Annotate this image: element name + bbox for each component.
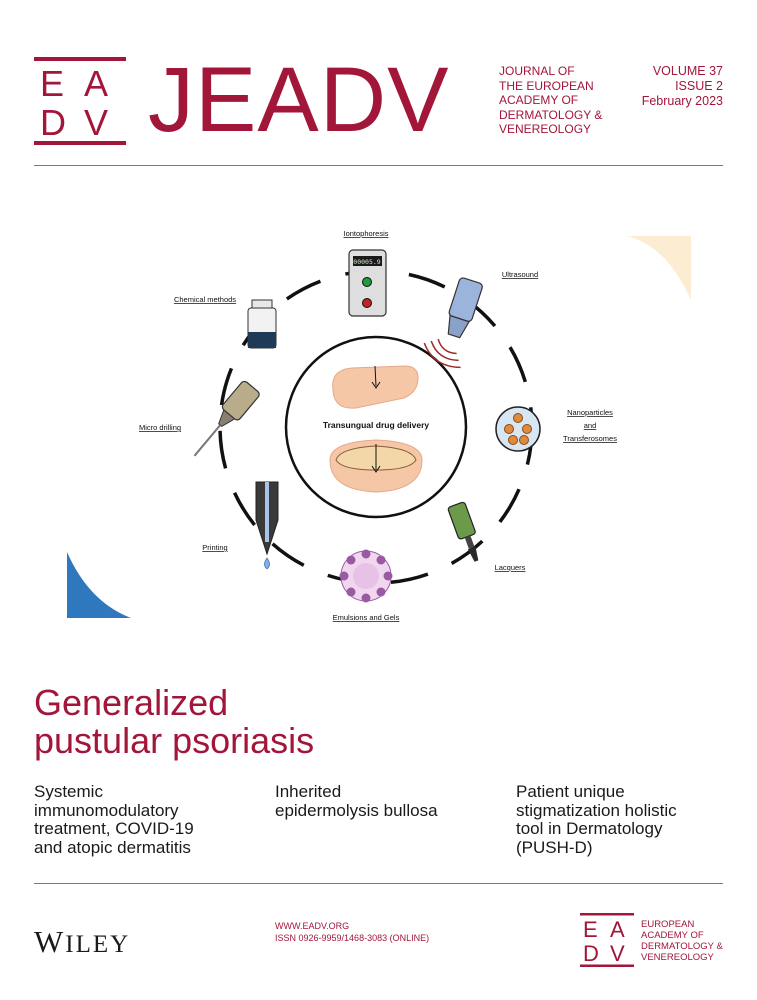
society-letter-a: A [610, 917, 625, 942]
society-letter-v: V [610, 941, 625, 966]
society-logo-mark: E A D V [580, 913, 634, 967]
footer-divider [34, 883, 723, 884]
micro-drill-icon [193, 380, 260, 457]
device-display: 00005.9 [353, 258, 380, 266]
decorative-triangle-beige [627, 236, 691, 300]
topic-line: treatment, COVID-19 [34, 819, 194, 838]
logo-letter-v: V [84, 102, 108, 143]
topic-line: and atopic dermatitis [34, 837, 191, 857]
eadv-logo-mark: E A D V [34, 57, 126, 145]
nanoparticles-icon [495, 406, 541, 452]
society-name-line: ACADEMY OF [641, 930, 704, 941]
society-letter-d: D [583, 941, 599, 966]
ultrasound-probe-icon [423, 277, 483, 369]
publisher-rest: ILEY [65, 931, 131, 958]
label-lacquers: Lacquers [495, 563, 526, 572]
journal-name-line: DERMATOLOGY & [499, 107, 603, 122]
center-circle [284, 335, 468, 519]
journal-acronym: JEADV [148, 49, 450, 151]
topic-line: stigmatization holistic [516, 800, 677, 820]
label-emulsions-gels: Emulsions and Gels [333, 613, 400, 622]
topic-line: immunomodulatory [34, 800, 179, 820]
society-name-line: DERMATOLOGY & [641, 941, 723, 952]
society-name-line: VENEREOLOGY [641, 952, 714, 963]
logo-letter-a: A [84, 63, 108, 104]
label-ultrasound: Ultrasound [502, 270, 538, 279]
contact-info: WWW.EADV.ORG ISSN 0926-9959/1468-3083 (O… [275, 920, 429, 944]
volume-label: VOLUME 37 [652, 64, 723, 78]
publisher-logo: WILEY [34, 924, 130, 960]
society-name-line: EUROPEAN [641, 919, 695, 930]
issue-info: VOLUME 37 ISSUE 2 February 2023 [642, 64, 723, 109]
label-iontophoresis: Iontophoresis [343, 229, 388, 238]
topic-item: Patient unique stigmatization holistic t… [516, 782, 726, 857]
journal-full-name: JOURNAL OF THE EUROPEAN ACADEMY OF DERMA… [499, 64, 629, 137]
cover-headline: Generalized pustular psoriasis [34, 684, 314, 760]
issn-label: ISSN 0926-9959/1468-3083 (ONLINE) [275, 933, 430, 943]
emulsion-icon [339, 549, 393, 603]
journal-name-line: VENEREOLOGY [499, 122, 592, 136]
logo-letter-e: E [40, 63, 64, 104]
label-and: and [584, 421, 597, 430]
website-link[interactable]: WWW.EADV.ORG [275, 921, 350, 931]
topic-line: (PUSH-D) [516, 837, 593, 857]
label-chemical-methods: Chemical methods [174, 295, 236, 304]
headline-line: pustular psoriasis [34, 720, 315, 761]
label-nanoparticles: Nanoparticles [567, 408, 613, 417]
logo-letter-d: D [40, 102, 66, 143]
issue-label: ISSUE 2 [675, 79, 723, 93]
center-label: Transungual drug delivery [323, 420, 430, 430]
transungual-delivery-diagram: Transungual drug delivery 00005.9 Iontop… [139, 229, 617, 622]
label-printing: Printing [202, 543, 227, 552]
topic-line: Systemic [34, 782, 103, 801]
label-micro-drilling: Micro drilling [139, 423, 181, 432]
headline-line: Generalized [34, 682, 229, 723]
issue-date: February 2023 [641, 94, 723, 108]
topic-item: Systemic immunomodulatory treatment, COV… [34, 782, 264, 857]
lacquer-brush-icon [447, 501, 479, 562]
journal-name-line: ACADEMY OF [499, 93, 579, 107]
printing-nozzle-icon [255, 481, 279, 570]
publisher-initial: W [34, 924, 66, 959]
society-name: EUROPEAN ACADEMY OF DERMATOLOGY & VENERE… [641, 919, 723, 963]
society-letter-e: E [583, 917, 598, 942]
topic-line: tool in Dermatology [516, 819, 663, 838]
chemical-bottle-icon [247, 299, 277, 349]
journal-name-line: JOURNAL OF [499, 64, 575, 78]
topic-item: Inherited epidermolysis bullosa [275, 782, 495, 820]
topic-line: Inherited [275, 782, 342, 801]
iontophoresis-device-icon: 00005.9 [348, 249, 387, 317]
topic-line: Patient unique [516, 782, 625, 801]
label-transferosomes: Transferosomes [563, 434, 617, 443]
decorative-triangle-blue [67, 552, 131, 618]
journal-name-line: THE EUROPEAN [499, 78, 594, 93]
topic-line: epidermolysis bullosa [275, 800, 438, 820]
header-divider [34, 165, 723, 166]
